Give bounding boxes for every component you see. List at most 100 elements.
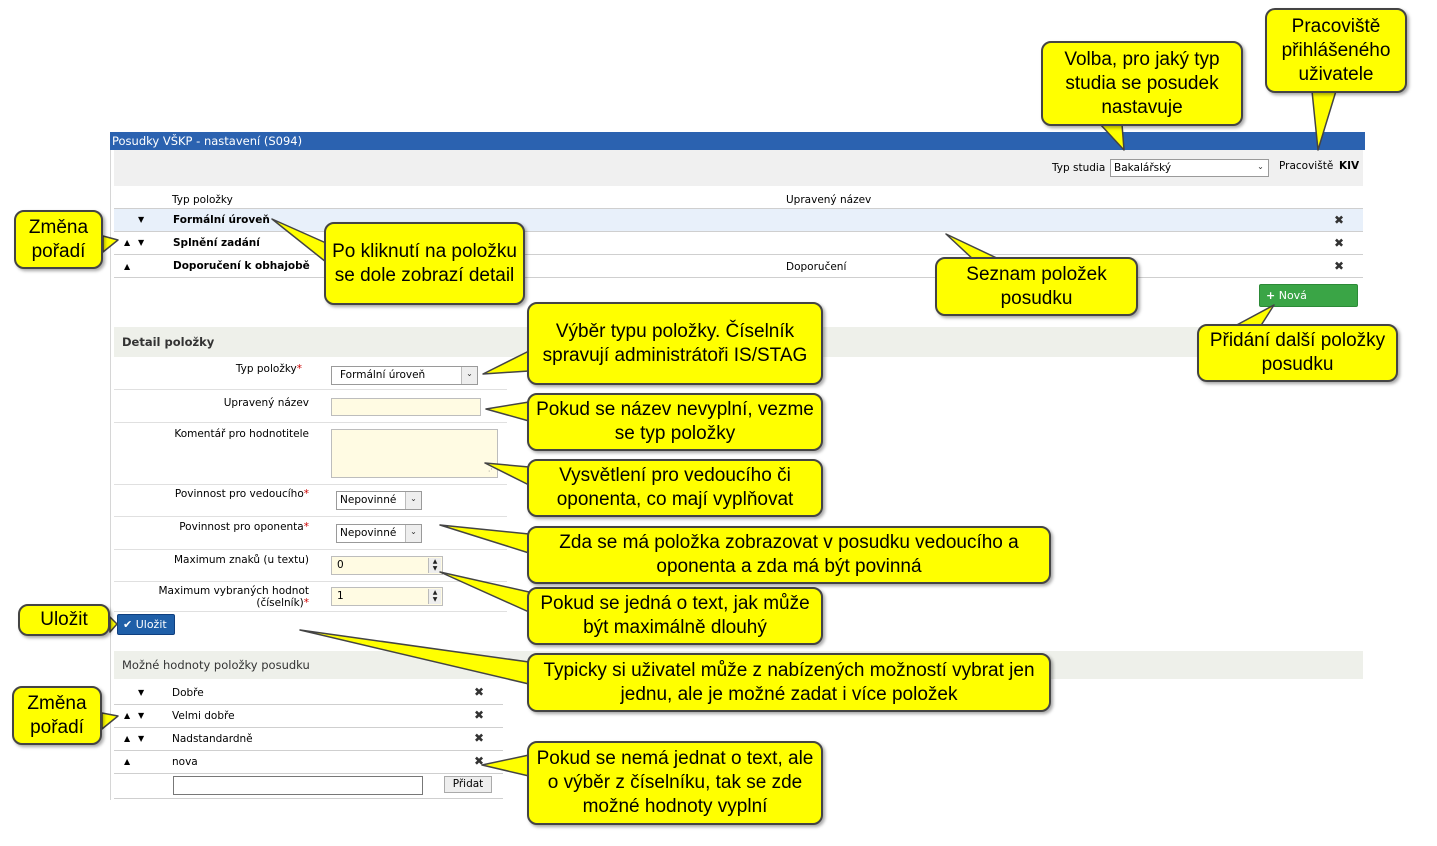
povinnost-vedouciho-value: Nepovinné <box>340 494 397 506</box>
form-divider <box>114 581 507 582</box>
required-mark: * <box>303 521 309 533</box>
callout-vysvetleni: Vysvětlení pro vedoucího či oponenta, co… <box>527 459 823 517</box>
callout-ulozit: Uložit <box>18 604 110 636</box>
resize-handle-icon[interactable]: ⋰ <box>488 465 495 473</box>
form-divider <box>114 611 507 612</box>
item-custom-name: Doporučení <box>786 261 847 273</box>
callout-volba: Volba, pro jaký typ studia se posudek na… <box>1041 41 1243 126</box>
max-znaku-value: 0 <box>337 559 344 571</box>
triangle-down-icon[interactable]: ▼ <box>138 215 145 224</box>
typ-polozky-value: Formální úroveň <box>340 369 426 381</box>
povinnost-vedouciho-select[interactable]: Nepovinné ⌄ <box>336 491 422 510</box>
save-label: Uložit <box>135 618 167 631</box>
item-name[interactable]: Doporučení k obhajobě <box>173 260 310 272</box>
column-header-upraveny-nazev: Upravený název <box>786 194 872 206</box>
pracoviste-value: KIV <box>1339 160 1360 172</box>
window-left-border <box>110 150 111 800</box>
list-item[interactable]: Velmi dobře <box>172 710 235 722</box>
max-hodnot-text: Maximum vybraných hodnot (číselník) <box>158 585 310 609</box>
list-item[interactable]: nova <box>172 756 198 768</box>
callout-typicky: Typicky si uživatel může z nabízených mo… <box>527 653 1051 712</box>
form-divider <box>114 516 507 517</box>
table-divider <box>114 277 1363 278</box>
callout-pokud-text: Pokud se jedná o text, jak může být maxi… <box>527 587 823 645</box>
table-divider <box>114 231 1363 232</box>
triangle-down-icon[interactable]: ▼ <box>138 688 145 697</box>
chevron-down-icon: ⌄ <box>1253 160 1268 176</box>
plus-icon: + <box>1266 289 1276 302</box>
pracoviste-label: Pracoviště <box>1279 160 1334 172</box>
close-x-icon[interactable]: ✖ <box>473 708 485 722</box>
upraveny-nazev-input[interactable] <box>331 398 481 416</box>
detail-title: Detail položky <box>122 335 215 349</box>
list-divider <box>114 750 503 751</box>
form-divider <box>114 549 507 550</box>
typ-studia-select[interactable]: Bakalářský ⌄ <box>1110 159 1269 177</box>
list-divider <box>114 773 503 774</box>
values-title: Možné hodnoty položky posudku <box>122 658 310 672</box>
form-divider <box>114 484 507 485</box>
callout-po-kliknuti: Po kliknutí na položku se dole zobrazí d… <box>324 222 525 305</box>
max-hodnot-label: Maximum vybraných hodnot (číselník)* <box>110 585 310 609</box>
typ-studia-label: Typ studia <box>1052 162 1106 174</box>
max-znaku-input[interactable]: 0 ▲▼ <box>331 556 443 575</box>
max-hodnot-value: 1 <box>337 590 344 602</box>
upraveny-nazev-label: Upravený název <box>223 397 309 409</box>
close-x-icon[interactable]: ✖ <box>1333 213 1345 227</box>
max-hodnot-input[interactable]: 1 ▲▼ <box>331 587 443 606</box>
close-x-icon[interactable]: ✖ <box>473 685 485 699</box>
typ-studia-value: Bakalářský <box>1114 162 1172 174</box>
list-divider <box>114 798 503 799</box>
callout-pokud-nazev: Pokud se název nevyplní, vezme se typ po… <box>527 393 823 451</box>
required-mark: * <box>303 488 309 500</box>
callout-seznam: Seznam položek posudku <box>935 257 1138 316</box>
triangle-up-icon[interactable]: ▲ <box>124 757 131 766</box>
close-x-icon[interactable]: ✖ <box>1333 259 1345 273</box>
item-name[interactable]: Formální úroveň <box>173 214 270 226</box>
komentar-label: Komentář pro hodnotitele <box>174 428 309 440</box>
close-x-icon[interactable]: ✖ <box>473 731 485 745</box>
chevron-down-icon: ⌄ <box>461 367 477 384</box>
povinnost-oponenta-select[interactable]: Nepovinné ⌄ <box>336 524 422 543</box>
povinnost-vedouciho-label: Povinnost pro vedoucího* <box>110 488 309 500</box>
list-item[interactable]: Nadstandardně <box>172 733 253 745</box>
spinner-arrows-icon[interactable]: ▲▼ <box>428 589 441 604</box>
triangle-up-icon[interactable]: ▲ <box>124 734 131 743</box>
callout-pracoviste: Pracoviště přihlášeného uživatele <box>1265 8 1407 93</box>
add-value-button[interactable]: Přidat <box>444 776 492 793</box>
triangle-up-icon[interactable]: ▲ <box>124 238 131 247</box>
povinnost-oponenta-text: Povinnost pro oponenta <box>179 521 304 533</box>
typ-polozky-select[interactable]: Formální úroveň ⌄ <box>331 366 478 385</box>
window-title-bar: Posudky VŠKP - nastavení (S094) <box>110 132 1365 150</box>
spinner-arrows-icon[interactable]: ▲▼ <box>428 558 441 573</box>
callout-zmena-poradi-top: Změna pořadí <box>14 210 103 269</box>
komentar-textarea[interactable]: ⋰ <box>331 429 498 478</box>
povinnost-oponenta-value: Nepovinné <box>340 527 397 539</box>
triangle-down-icon[interactable]: ▼ <box>138 238 145 247</box>
close-x-icon[interactable]: ✖ <box>1333 236 1345 250</box>
column-header-typ-polozky: Typ položky <box>172 194 233 206</box>
typ-polozky-label: Typ položky* <box>150 363 302 375</box>
list-item[interactable]: Dobře <box>172 687 204 699</box>
form-divider <box>114 389 507 390</box>
povinnost-oponenta-label: Povinnost pro oponenta* <box>110 521 309 533</box>
triangle-down-icon[interactable]: ▼ <box>138 734 145 743</box>
typ-polozky-label-text: Typ položky <box>235 363 297 375</box>
callout-vyber-typu: Výběr typu položky. Číselník spravují ad… <box>527 302 823 385</box>
callout-pokud-nema: Pokud se nemá jednat o text, ale o výběr… <box>527 741 823 825</box>
new-value-input[interactable] <box>173 776 423 795</box>
required-mark: * <box>303 597 309 609</box>
check-icon: ✔ <box>123 618 133 631</box>
save-button[interactable]: ✔ Uložit <box>117 614 175 635</box>
new-item-button[interactable]: + Nová položka <box>1259 284 1358 323</box>
callout-zda-se: Zda se má položka zobrazovat v posudku v… <box>527 526 1051 584</box>
triangle-up-icon[interactable]: ▲ <box>124 262 131 271</box>
table-divider <box>114 208 1363 209</box>
triangle-up-icon[interactable]: ▲ <box>124 711 131 720</box>
item-name[interactable]: Splnění zadání <box>173 237 260 249</box>
close-x-icon[interactable]: ✖ <box>473 754 485 768</box>
triangle-down-icon[interactable]: ▼ <box>138 711 145 720</box>
chevron-down-icon: ⌄ <box>405 525 421 542</box>
form-divider <box>114 422 507 423</box>
